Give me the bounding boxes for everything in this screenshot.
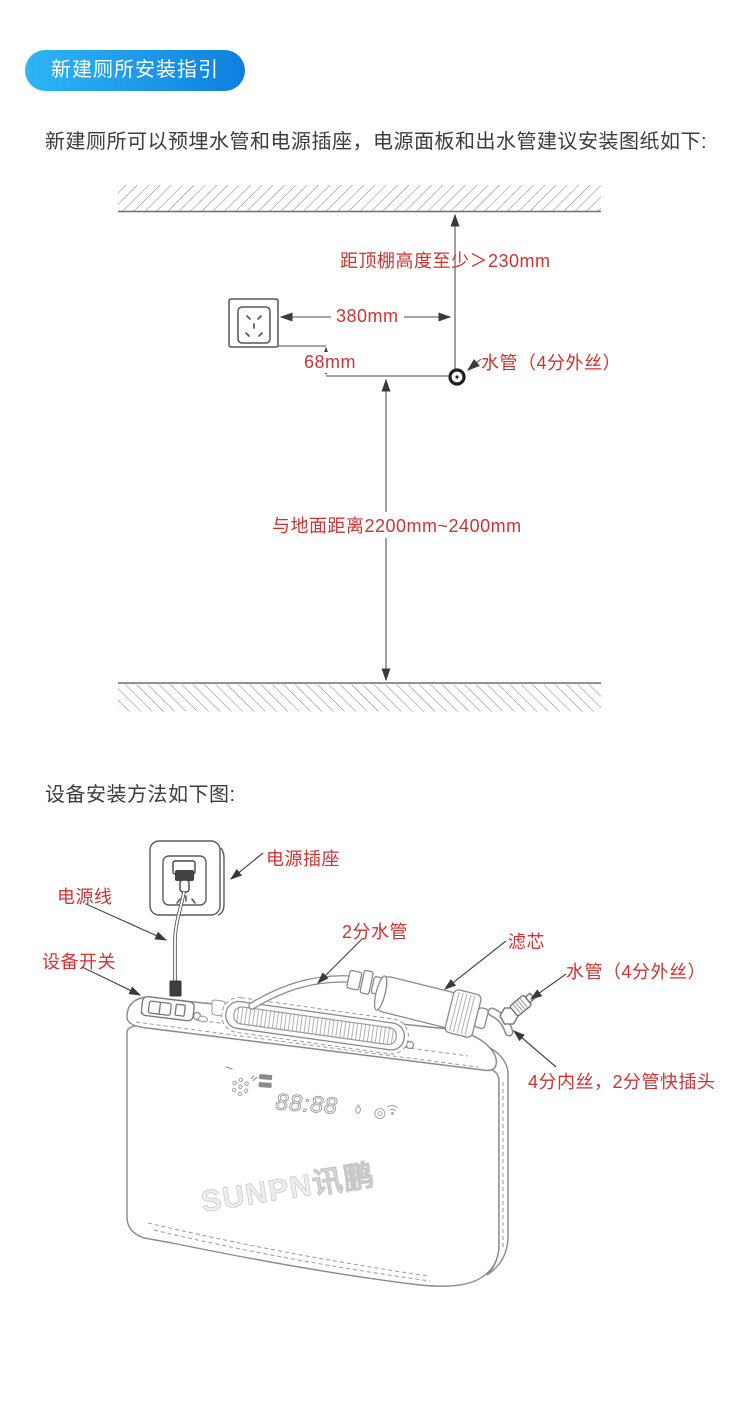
cord-leader xyxy=(85,903,168,941)
elbow-fitting-drawing xyxy=(487,992,536,1037)
wifi-icon xyxy=(387,1104,398,1115)
water-pipe-outlet-icon xyxy=(448,368,466,386)
pipe-4fen-label: 水管（4分外丝） xyxy=(566,962,707,982)
connector-label: 4分内丝，2分管快插头 xyxy=(528,1072,716,1092)
install-guide-badge-label: 新建厕所安装指引 xyxy=(51,59,219,81)
device-switch-drawing xyxy=(140,996,195,1022)
floor-distance-label: 与地面距离2200mm~2400mm xyxy=(267,512,527,538)
filter-drawing xyxy=(373,975,489,1038)
ceiling-hatch xyxy=(118,185,601,213)
signal-icon xyxy=(250,1075,258,1082)
install-guide-badge: 新建厕所安装指引 xyxy=(25,50,245,91)
mode-chips xyxy=(258,1074,273,1088)
dim-68-label: 68mm xyxy=(299,352,362,373)
filter-leader xyxy=(444,940,507,990)
device-diagram: 88:88 SUNPN讯鹏 xyxy=(81,840,567,1287)
top-vent-hole xyxy=(198,1015,208,1023)
snowflake-icon xyxy=(231,1077,249,1097)
tube-2fen-label: 2分水管 xyxy=(342,922,409,942)
power-cord-label: 电源线 xyxy=(57,887,113,907)
water-tube-drawing xyxy=(248,969,383,1010)
pipe4-leader xyxy=(530,973,567,1000)
swirl-icon xyxy=(374,1108,386,1120)
power-socket-label: 电源插座 xyxy=(266,849,340,869)
install-diagram xyxy=(118,185,601,712)
device-switch-label: 设备开关 xyxy=(42,952,116,972)
drop-icon xyxy=(355,1104,361,1115)
leader-lines xyxy=(81,852,567,1068)
pipe-leader-line xyxy=(467,358,482,371)
dim-380-label: 380mm xyxy=(331,306,404,327)
intro-text: 新建厕所可以预埋水管和电源插座，电源面板和出水管建议安装图纸如下: xyxy=(45,131,708,153)
tube2-leader xyxy=(317,938,363,984)
display-panel-drawing: 88:88 xyxy=(225,1066,398,1120)
switch-leader xyxy=(81,966,142,996)
wall-socket-drawing xyxy=(149,840,225,916)
power-outlet-drawing xyxy=(228,298,279,348)
pipe-label: 水管（4分外丝） xyxy=(481,353,622,373)
socket-leader xyxy=(230,852,264,880)
connector-leader xyxy=(513,1030,557,1068)
section-title-2: 设备安装方法如下图: xyxy=(45,784,236,806)
ceiling-clearance-label: 距顶棚高度至少＞230mm xyxy=(340,251,551,271)
tube-tray-drawing xyxy=(221,997,409,1055)
floor-hatch xyxy=(118,682,601,712)
filter-label: 滤芯 xyxy=(508,932,545,952)
display-digits: 88:88 xyxy=(275,1088,339,1118)
power-cord-drawing xyxy=(169,891,186,997)
